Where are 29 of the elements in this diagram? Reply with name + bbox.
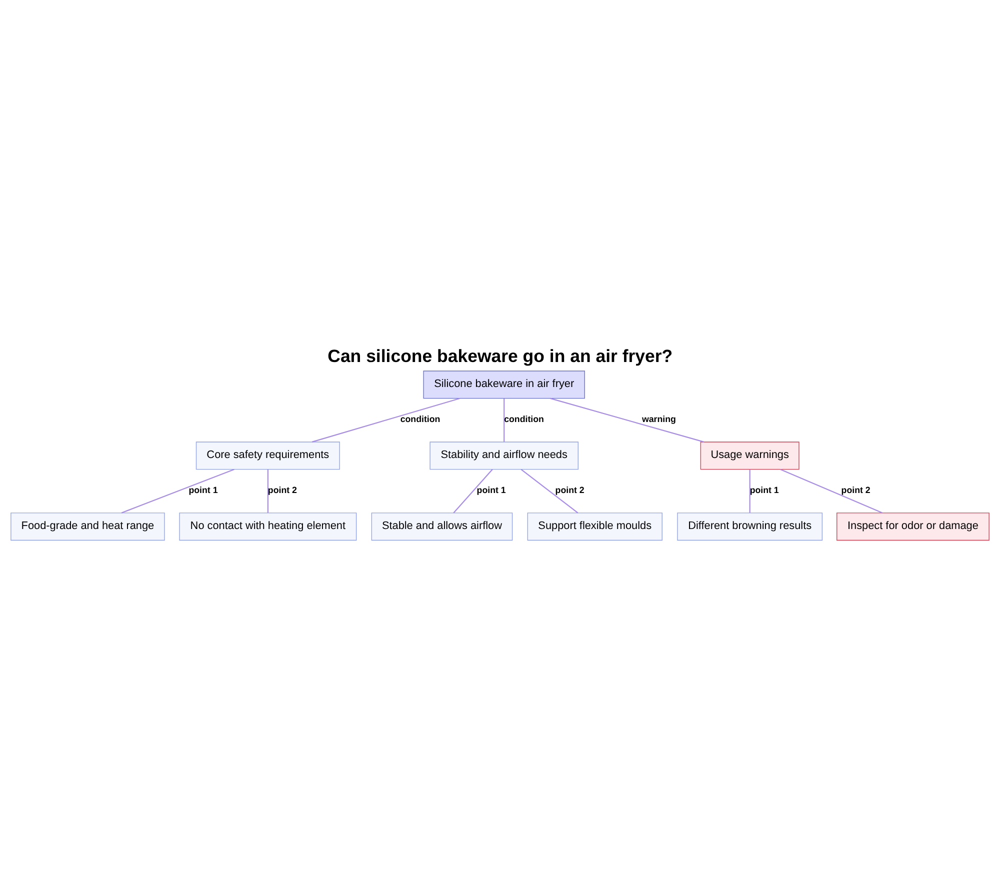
node-box: Stability and airflow needs: [430, 442, 578, 470]
node-box: Core safety requirements: [196, 442, 340, 470]
connector: [453, 469, 493, 514]
connector: [749, 469, 750, 513]
connector: [504, 398, 505, 442]
node-box: No contact with heating element: [179, 512, 357, 541]
connector: [520, 468, 578, 514]
connector: [312, 398, 460, 442]
edge-label: condition: [504, 414, 544, 424]
edge-label: point 2: [268, 484, 297, 495]
node-box: Food-grade and heat range: [10, 512, 165, 541]
diagram-title: Can silicone bakeware go in an air fryer?: [328, 346, 673, 366]
connector: [121, 468, 234, 514]
node-box: Support flexible moulds: [527, 512, 662, 541]
connector: [550, 398, 704, 442]
connector: [780, 468, 883, 514]
node-box: Stable and allows airflow: [371, 512, 513, 541]
node-box: Inspect for odor or damage: [836, 512, 990, 541]
edge-label: point 1: [188, 484, 218, 495]
node-box: Silicone bakeware in air fryer: [423, 370, 585, 399]
edge-label: warning: [642, 414, 676, 424]
node-box: Usage warnings: [700, 442, 800, 470]
edge-label: point 1: [750, 484, 779, 495]
connector: [267, 469, 268, 513]
edge-label: point 2: [841, 484, 870, 495]
edge-label: condition: [400, 414, 440, 424]
node-box: Different browning results: [677, 512, 823, 541]
edge-label: point 1: [476, 484, 506, 495]
edge-label: point 2: [555, 484, 584, 495]
